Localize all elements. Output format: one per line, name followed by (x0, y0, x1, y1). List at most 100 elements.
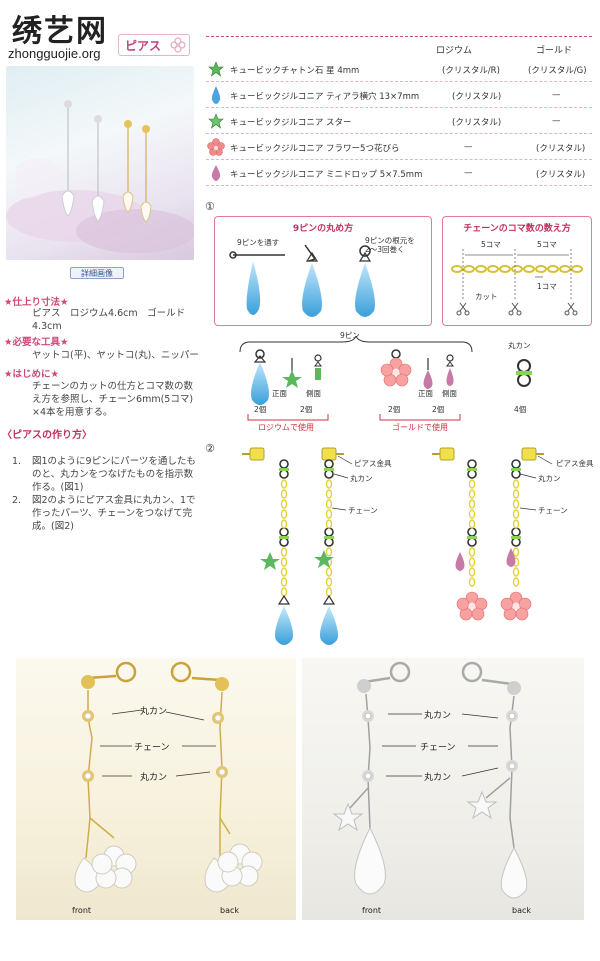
gold-earrings-photo (16, 658, 296, 920)
ring-left-label: 丸カン (350, 474, 373, 483)
making-heading: 〈ピアスの作り方〉 (2, 430, 92, 441)
site-logo-text: 绣艺网 (12, 14, 108, 49)
column-rhodium: ロジウム (436, 46, 473, 56)
earring-photo-illustration (6, 100, 196, 253)
step-1-num: 1. (12, 456, 22, 467)
assembly-illustration (242, 447, 553, 645)
part-name: キュービックジルコニア ティアラ横穴 13×7mm (230, 92, 420, 102)
step-2-line-1: 図2のようにピアス金具に丸カン、1で (32, 495, 196, 506)
table-row: キュービックジルコニア スター (クリスタル) — (206, 108, 592, 134)
flower-icon (207, 138, 225, 156)
chain-count-title: チェーンのコマ数の数え方 (463, 224, 571, 234)
gold-ring-label-2: 丸カン (140, 773, 168, 783)
silver-chain-label: チェーン (420, 743, 456, 753)
table-row: キュービックチャトン石 星 4mm (クリスタル/R) (クリスタル/G) (206, 56, 592, 82)
part-gold: — (552, 90, 561, 100)
step-2-line-2: 作ったパーツ、チェーンをつなげて完 (32, 508, 193, 519)
gold-use-label: ゴールドで使用 (392, 423, 448, 432)
gold-back-caption: back (220, 906, 240, 915)
page-title-text: ピアス (125, 39, 162, 53)
figure-2-number: ② (205, 442, 215, 455)
chain-cut-label: カット (475, 292, 498, 301)
table-top-line (206, 36, 592, 37)
usage-brackets (247, 414, 461, 421)
detail-image-button[interactable]: 詳細画像 (70, 267, 124, 279)
count-gold-minidrop: 2個 (432, 405, 445, 414)
gold-earrings-illustration (74, 661, 263, 893)
part-rhodium: (クリスタル/R) (442, 66, 500, 76)
intro-text-1: チェーンのカットの仕方とコマ数の数 (32, 381, 194, 392)
ring-right-label: 丸カン (538, 474, 561, 483)
part-rhodium: (クリスタル) (452, 92, 502, 102)
flower-ornament-icon (170, 37, 186, 53)
table-row: キュービックジルコニア ティアラ横穴 13×7mm (クリスタル) — (206, 82, 592, 108)
pin-rounding-title: 9ピンの丸め方 (292, 224, 354, 234)
step-1-line-3: 作る。(図1) (32, 482, 84, 493)
ring-label: 丸カン (508, 341, 531, 350)
nine-pin-label: 9ピン (340, 331, 360, 340)
part-rhodium: — (464, 168, 473, 178)
silver-ring-label-2: 丸カン (424, 773, 452, 783)
table-row: キュービックジルコニア ミニドロップ 5×7.5mm — (クリスタル) (206, 160, 592, 186)
part-gold: (クリスタル) (536, 170, 586, 180)
size-text-2: 4.3cm (32, 321, 62, 332)
nine-pin-bracket (239, 336, 473, 353)
count-rhodium-drop: 2個 (254, 405, 267, 414)
silver-ring-label-1: 丸カン (424, 711, 452, 721)
label-side-2: 側面 (442, 389, 457, 398)
pin-components-illustration (251, 349, 532, 405)
step-1-line-2: のと、丸カンをつなげたものを指示数 (32, 469, 194, 480)
chain-1-label: 1コマ (537, 282, 557, 291)
step-1-line-1: 図1のように9ピンにパーツを通したも (32, 456, 196, 467)
chain-right-label: チェーン (538, 506, 568, 515)
pin-rounding-illustration (229, 244, 375, 317)
chain-left-label: チェーン (348, 506, 378, 515)
figure-1-number: ① (205, 200, 215, 213)
count-rhodium-star: 2個 (300, 405, 313, 414)
intro-heading: ★はじめに★ (4, 369, 60, 380)
count-ring: 4個 (514, 405, 527, 414)
chain-count-box: チェーンのコマ数の数え方 5コマ 5コマ 1コマ カット (442, 216, 592, 326)
table-row: キュービックジルコニア フラワー5つ花びら — (クリスタル) (206, 134, 592, 160)
product-photo (6, 66, 196, 260)
part-rhodium: — (464, 142, 473, 152)
step-1: 1. 図1のように9ピンにパーツを通したも のと、丸カンをつなげたものを指示数 作… (12, 455, 202, 494)
gold-ring-label-1: 丸カン (140, 707, 168, 717)
chain-5-label-a: 5コマ (481, 240, 501, 249)
part-name: キュービックジルコニア ミニドロップ 5×7.5mm (230, 170, 423, 180)
size-text-1: ピアス ロジウム4.6cm ゴールド (32, 308, 186, 319)
size-heading: ★仕上り寸法★ (4, 297, 69, 308)
chain-count-illustration (451, 249, 583, 316)
part-gold: (クリスタル/G) (528, 66, 587, 76)
part-name: キュービックジルコニア スター (230, 118, 352, 128)
star-icon (208, 113, 224, 129)
part-rhodium: (クリスタル) (452, 118, 502, 128)
silver-front-caption: front (362, 906, 382, 915)
step-2-num: 2. (12, 495, 22, 506)
pin-bend-label-2: 2～3回巻く (365, 245, 405, 254)
parts-table: キュービックチャトン石 星 4mm (クリスタル/R) (クリスタル/G) キュ… (206, 56, 592, 186)
star-icon (208, 61, 224, 77)
mini-drop-icon (211, 165, 221, 181)
tools-text: ヤットコ(平)、ヤットコ(丸)、ニッパー (32, 350, 199, 361)
drop-icon (211, 86, 221, 104)
silver-back-caption: back (512, 906, 532, 915)
tools-heading: ★必要な工具★ (4, 337, 69, 348)
label-side-1: 側面 (306, 389, 321, 398)
intro-text-3: ×4本を用意する。 (32, 407, 113, 418)
column-gold: ゴールド (536, 46, 573, 56)
pin-pass-label: 9ピンを通す (237, 238, 280, 247)
silver-earrings-illustration (332, 661, 528, 899)
piercing-right-label: ピアス金具 (556, 459, 594, 468)
label-front-2: 正面 (418, 389, 433, 398)
step-2-line-3: 成。(図2) (32, 521, 74, 532)
label-front-1: 正面 (272, 389, 287, 398)
count-gold-flower: 2個 (388, 405, 401, 414)
chain-5-label-b: 5コマ (537, 240, 557, 249)
part-name: キュービックチャトン石 星 4mm (230, 66, 360, 76)
pin-bend-label-1: 9ピンの根元を (365, 236, 415, 245)
part-gold: — (552, 116, 561, 126)
part-name: キュービックジルコニア フラワー5つ花びら (230, 144, 400, 154)
rhodium-use-label: ロジウムで使用 (258, 423, 314, 432)
pin-rounding-box: 9ピンの丸め方 9ピンを通す 9ピンの根元を 2～3回巻く (214, 216, 432, 326)
